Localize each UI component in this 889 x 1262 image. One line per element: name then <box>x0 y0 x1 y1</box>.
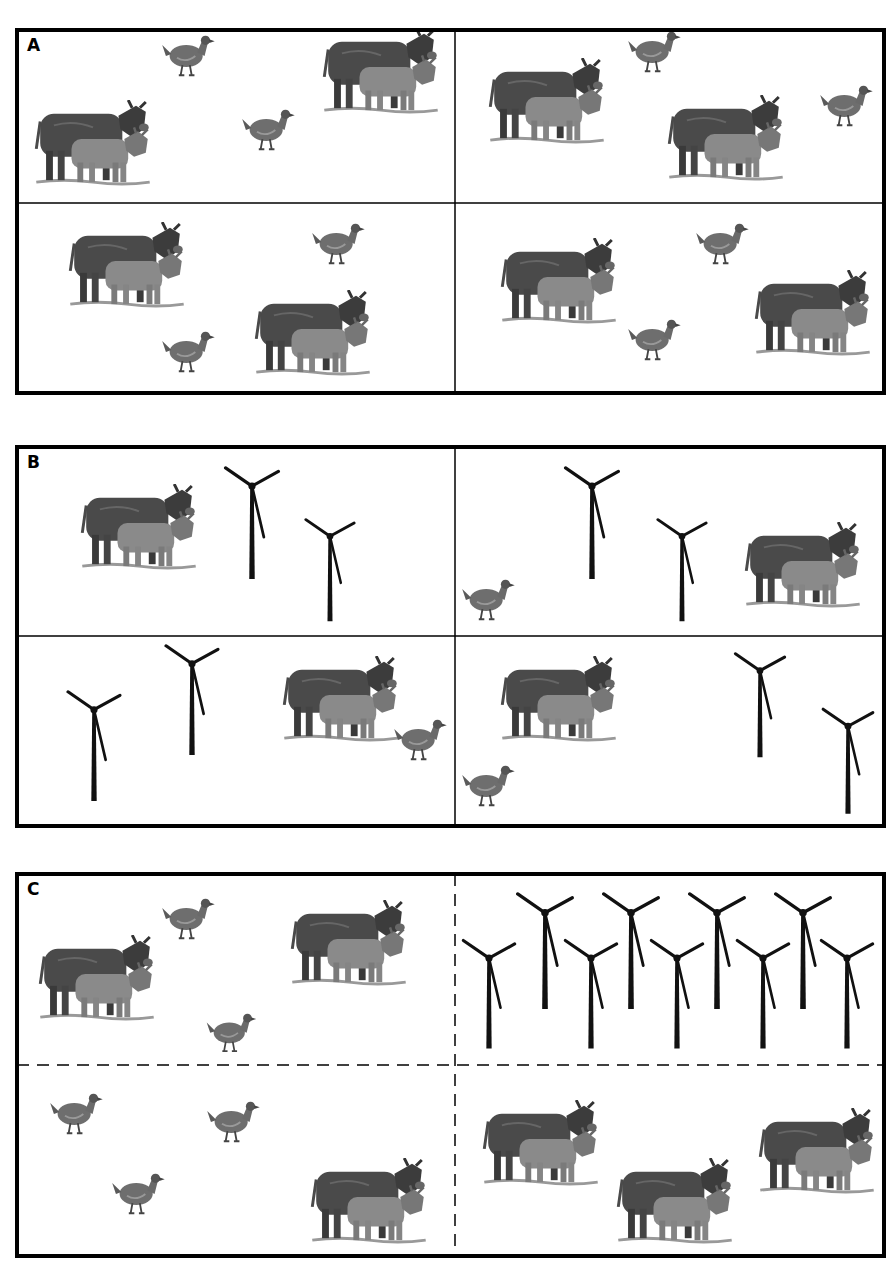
cow-with-calf <box>324 28 437 112</box>
cow-with-calf <box>284 656 397 740</box>
wind-turbine <box>566 468 619 579</box>
cow-with-calf <box>490 58 603 142</box>
wind-turbine <box>823 709 873 814</box>
wind-turbine <box>68 692 120 801</box>
cow-with-calf <box>70 222 183 306</box>
wind-turbine <box>565 940 616 1048</box>
cow-with-calf <box>618 1158 731 1242</box>
cow-with-calf <box>669 95 782 179</box>
chicken <box>462 766 514 806</box>
wind-turbine <box>821 940 872 1048</box>
cow-with-calf <box>292 900 405 984</box>
cow-with-calf <box>484 1100 597 1184</box>
panel-letter: C <box>25 880 41 899</box>
wind-turbine <box>690 894 745 1009</box>
panel-frame: A <box>15 28 886 395</box>
chicken <box>696 224 748 264</box>
panel-a-animals <box>36 28 872 374</box>
cow-with-calf <box>40 935 153 1019</box>
wind-turbine <box>166 646 218 755</box>
panel-frame: C <box>15 872 886 1258</box>
wind-turbine <box>463 940 514 1048</box>
chicken <box>162 332 214 372</box>
chicken <box>628 320 680 360</box>
cow-with-calf <box>760 1108 873 1192</box>
chicken <box>628 32 680 72</box>
dashed-divider <box>17 874 884 1256</box>
chicken <box>394 720 446 760</box>
wind-turbine <box>776 894 831 1009</box>
cow-with-calf <box>312 1158 425 1242</box>
panel-frame: B <box>15 445 886 828</box>
wind-turbine <box>737 940 788 1048</box>
cow-with-calf <box>82 484 195 568</box>
quadrant-divider <box>17 30 884 826</box>
cow-with-calf <box>256 290 369 374</box>
wind-turbine <box>226 468 279 579</box>
chicken <box>162 36 214 76</box>
chicken <box>312 224 364 264</box>
panel-letter: B <box>25 453 42 472</box>
wind-turbine <box>306 520 354 622</box>
wind-turbine <box>651 940 702 1048</box>
chicken <box>207 1014 256 1051</box>
chicken <box>112 1174 164 1214</box>
panel-c-animals-turbines <box>40 894 873 1242</box>
wind-turbine <box>658 520 706 622</box>
chicken <box>462 580 514 620</box>
panel-letter: A <box>25 36 42 55</box>
chicken <box>50 1094 102 1134</box>
chicken <box>207 1102 259 1142</box>
wind-turbine <box>518 894 573 1009</box>
chicken <box>820 86 872 126</box>
wind-turbine <box>604 894 659 1009</box>
chicken <box>162 899 214 939</box>
cow-with-calf <box>502 238 615 322</box>
cow-with-calf <box>36 100 149 184</box>
cow-with-calf <box>756 270 869 354</box>
wind-turbine <box>735 654 784 757</box>
cow-with-calf <box>502 656 615 740</box>
chicken <box>242 110 294 150</box>
cow-with-calf <box>746 522 859 606</box>
panel-b-animals-turbines <box>68 468 873 814</box>
